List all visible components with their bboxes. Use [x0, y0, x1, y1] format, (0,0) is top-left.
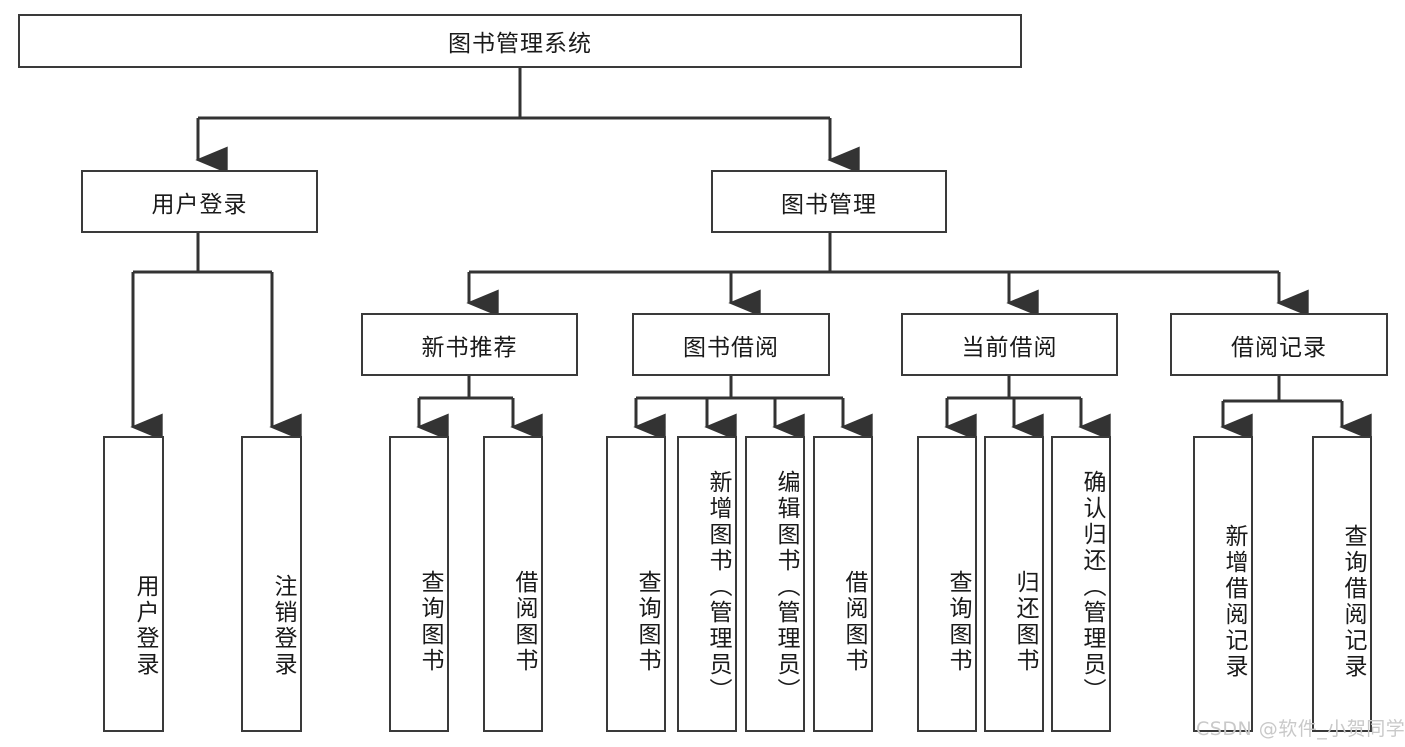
leaf-edit-book[interactable]: 编辑图书（管理员）	[745, 436, 805, 732]
leaf-return-book[interactable]: 归还图书	[984, 436, 1044, 732]
watermark: CSDN @软件_小贺同学	[1196, 718, 1405, 740]
node-user-login[interactable]: 用户登录	[81, 170, 318, 233]
leaf-label: 用户登录	[132, 574, 158, 678]
leaf-add-book[interactable]: 新增图书（管理员）	[677, 436, 737, 732]
node-borrow-record[interactable]: 借阅记录	[1170, 313, 1388, 376]
leaf-label: 查询图书	[945, 570, 971, 674]
leaf-label: 确认归还（管理员）	[1079, 470, 1105, 704]
leaf-label: 查询图书	[417, 570, 443, 674]
leaf-label: 新增借阅记录	[1221, 524, 1247, 680]
leaf-label: 归还图书	[1012, 570, 1038, 674]
leaf-label: 新增图书（管理员）	[705, 470, 731, 704]
leaf-label: 编辑图书（管理员）	[773, 470, 799, 704]
leaf-label: 借阅图书	[511, 570, 537, 674]
leaf-label: 查询借阅记录	[1340, 524, 1366, 680]
leaf-query-record[interactable]: 查询借阅记录	[1312, 436, 1372, 732]
leaf-borrow-book-1[interactable]: 借阅图书	[483, 436, 543, 732]
leaf-label: 查询图书	[634, 570, 660, 674]
leaf-add-record[interactable]: 新增借阅记录	[1193, 436, 1253, 732]
leaf-confirm-return[interactable]: 确认归还（管理员）	[1051, 436, 1111, 732]
node-new-book-rec[interactable]: 新书推荐	[361, 313, 578, 376]
leaf-logout-login[interactable]: 注销登录	[241, 436, 302, 732]
node-root[interactable]: 图书管理系统	[18, 14, 1022, 68]
node-book-manage[interactable]: 图书管理	[711, 170, 947, 233]
leaf-label: 注销登录	[270, 574, 296, 678]
leaf-query-book-3[interactable]: 查询图书	[917, 436, 977, 732]
leaf-user-login[interactable]: 用户登录	[103, 436, 164, 732]
leaf-label: 借阅图书	[841, 570, 867, 674]
leaf-borrow-book-2[interactable]: 借阅图书	[813, 436, 873, 732]
node-current-borrow[interactable]: 当前借阅	[901, 313, 1118, 376]
leaf-query-book-1[interactable]: 查询图书	[389, 436, 449, 732]
node-book-borrow[interactable]: 图书借阅	[632, 313, 830, 376]
leaf-query-book-2[interactable]: 查询图书	[606, 436, 666, 732]
